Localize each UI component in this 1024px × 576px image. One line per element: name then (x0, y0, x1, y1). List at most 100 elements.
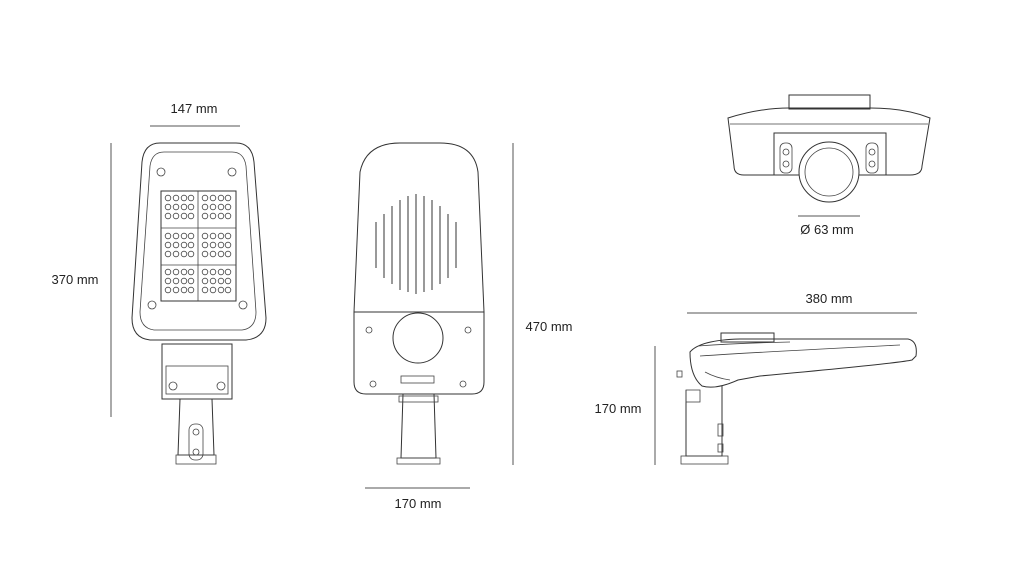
led-icon (217, 250, 225, 258)
led-icon (217, 277, 225, 285)
led-icon (172, 232, 180, 240)
back-height-label: 470 mm (526, 319, 573, 334)
screw-icon (227, 167, 237, 177)
front-spigot-base (175, 454, 217, 465)
led-icon (217, 232, 225, 240)
led-icon (209, 268, 217, 276)
led-icon (201, 277, 209, 285)
led-icon (180, 194, 188, 202)
screw-icon (365, 326, 373, 334)
front-view: 147 mm 370 mm (52, 101, 267, 465)
led-icon (224, 277, 232, 285)
led-icon (217, 194, 225, 202)
screw-icon (168, 381, 178, 391)
led-icon (201, 268, 209, 276)
led-icon (164, 268, 172, 276)
led-icon (164, 212, 172, 220)
back-spigot-base (396, 457, 441, 465)
led-icon (172, 286, 180, 294)
led-icon (172, 194, 180, 202)
led-icon (187, 250, 195, 258)
led-icon (180, 286, 188, 294)
back-mount-circle (392, 312, 444, 364)
front-housing-outline (131, 142, 267, 341)
led-icon (217, 286, 225, 294)
led-icon (224, 268, 232, 276)
led-icon (164, 203, 172, 211)
led-icon (180, 232, 188, 240)
side-spigot-base (680, 455, 729, 465)
led-icon (209, 241, 217, 249)
led-icon (224, 212, 232, 220)
front-bracket-inner (165, 365, 229, 395)
side-height-label: 170 mm (595, 401, 642, 416)
led-icon (201, 212, 209, 220)
side-length-label: 380 mm (806, 291, 853, 306)
screw-icon (459, 380, 467, 388)
led-icon (209, 203, 217, 211)
led-icon (164, 250, 172, 258)
screw-icon (216, 381, 226, 391)
side-view: 380 mm 170 mm (595, 291, 917, 465)
back-view: 470 mm 170 mm (353, 142, 573, 511)
cooling-fins (375, 194, 457, 294)
led-icon (172, 277, 180, 285)
side-bracket-clip (685, 389, 701, 403)
led-icon (187, 232, 195, 240)
side-housing-line (704, 371, 731, 381)
top-bracket-slot (865, 142, 879, 174)
front-width-label: 147 mm (171, 101, 218, 116)
led-icon (187, 277, 195, 285)
led-icon (180, 268, 188, 276)
led-icon (201, 250, 209, 258)
side-bracket (685, 386, 723, 457)
led-icon (187, 194, 195, 202)
led-icon (164, 194, 172, 202)
led-icon (172, 250, 180, 258)
led-icon (187, 268, 195, 276)
led-icon (164, 241, 172, 249)
bolt-icon (868, 148, 876, 156)
bolt-icon (192, 428, 200, 436)
led-array (164, 194, 232, 294)
led-icon (217, 203, 225, 211)
screw-icon (369, 380, 377, 388)
led-icon (187, 212, 195, 220)
led-icon (217, 241, 225, 249)
top-pole-inner-circle (804, 147, 854, 197)
back-spigot-collar (398, 395, 439, 403)
bolt-icon (782, 148, 790, 156)
back-label-plate (400, 375, 435, 384)
led-icon (172, 268, 180, 276)
front-spigot-slot (188, 423, 204, 461)
led-icon (201, 232, 209, 240)
led-icon (209, 232, 217, 240)
led-module (160, 190, 237, 302)
led-icon (187, 203, 195, 211)
led-icon (180, 241, 188, 249)
front-bracket-housing (161, 343, 233, 400)
screw-icon (147, 300, 157, 310)
led-icon (217, 268, 225, 276)
side-housing-line (697, 341, 791, 347)
top-mount-block (788, 94, 871, 110)
led-icon (180, 212, 188, 220)
top-bracket-slot (779, 142, 793, 174)
led-icon (201, 194, 209, 202)
led-icon (209, 212, 217, 220)
led-icon (172, 241, 180, 249)
led-icon (180, 250, 188, 258)
front-pole-spigot (177, 398, 215, 456)
led-icon (209, 250, 217, 258)
back-pole-spigot (400, 393, 437, 459)
led-icon (201, 286, 209, 294)
led-icon (209, 286, 217, 294)
side-housing-outline (689, 338, 917, 388)
led-icon (180, 277, 188, 285)
front-height-label: 370 mm (52, 272, 99, 287)
top-housing-outline (727, 107, 931, 176)
led-icon (224, 194, 232, 202)
led-icon (209, 194, 217, 202)
side-bracket-bolt (717, 443, 724, 453)
